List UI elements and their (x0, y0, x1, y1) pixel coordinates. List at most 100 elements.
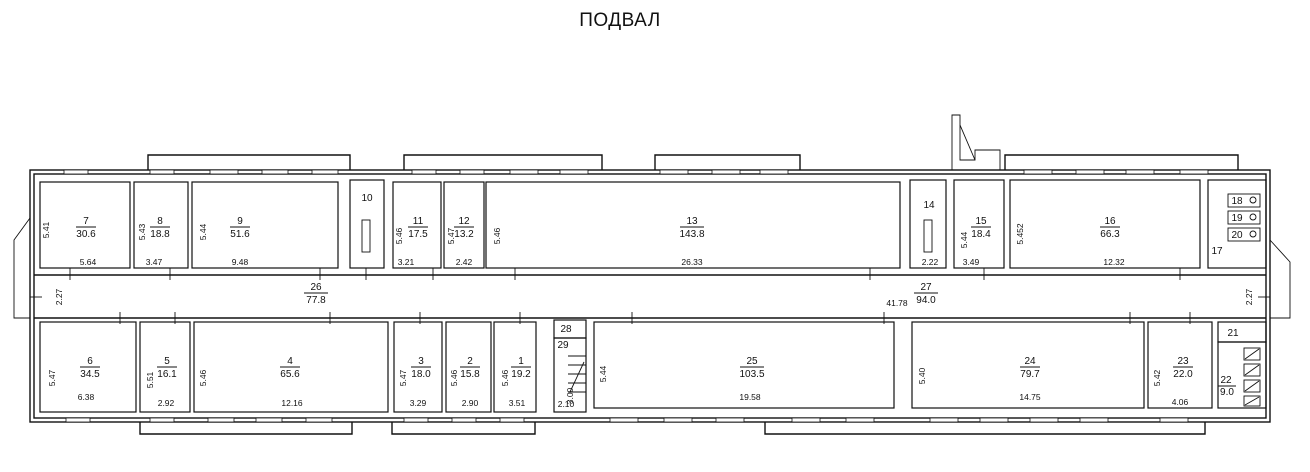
room-8-number: 8 (157, 216, 163, 227)
dim-label: 5.47 (47, 369, 57, 386)
page-title: ПОДВАЛ (579, 10, 661, 31)
room-15: 15 18.4 (953, 179, 1005, 269)
dim-label: 5.42 (1152, 369, 1162, 386)
dim-label: 2.90 (462, 398, 479, 408)
room-6-area: 34.5 (80, 369, 100, 380)
dim-label: 2.22 (922, 257, 939, 267)
room-3-number: 3 (418, 356, 424, 367)
room-13-number: 13 (686, 216, 698, 227)
room-25-area: 103.5 (739, 369, 764, 380)
dim-label: 2.27 (1244, 288, 1254, 305)
door-marks (30, 268, 1270, 324)
room-21-number: 21 (1227, 328, 1239, 339)
room-5-number: 5 (164, 356, 170, 367)
room-25-number: 25 (746, 356, 758, 367)
room-13-area: 143.8 (679, 229, 704, 240)
dim-label: 5.46 (394, 227, 404, 244)
room-1-area: 19.2 (511, 369, 531, 380)
dim-label: 5.51 (145, 371, 155, 388)
room-9-area: 51.6 (230, 229, 250, 240)
dim-label: 4.06 (1172, 397, 1189, 407)
room-21: 21 (1217, 321, 1267, 343)
dim-label: 5.41 (41, 221, 51, 238)
dim-label: 5.40 (917, 367, 927, 384)
room-19: 19 (1227, 210, 1261, 225)
room-1-number: 1 (518, 356, 524, 367)
dim-label: 2.10 (558, 399, 575, 409)
dim-label: 5.44 (598, 365, 608, 382)
room-14-number: 14 (923, 200, 935, 211)
room-11: 11 17.5 (392, 181, 442, 269)
dim-label: 2.42 (456, 257, 473, 267)
room-23-number: 23 (1177, 356, 1189, 367)
room-11-area: 17.5 (408, 229, 428, 240)
room-22-area: 9.0 (1220, 387, 1234, 398)
dim-label: 12.32 (1103, 257, 1125, 267)
room-18: 18 (1227, 193, 1261, 208)
room-27-area: 94.0 (916, 295, 936, 306)
room-16-number: 16 (1104, 216, 1116, 227)
room-12: 12 13.2 (443, 181, 485, 269)
room-5: 5 16.1 (139, 321, 191, 413)
dim-label: 3.21 (398, 257, 415, 267)
dim-label: 19.58 (739, 392, 761, 402)
dim-label: 5.47 (446, 227, 456, 244)
room-16: 16 66.3 (1009, 179, 1201, 269)
dim-label: 5.47 (398, 369, 408, 386)
dim-label: 3.29 (410, 398, 427, 408)
room-2: 2 15.8 (445, 321, 492, 413)
room-25: 25 103.5 (593, 321, 895, 409)
building-outline (13, 114, 1291, 435)
room-19-number: 19 (1231, 213, 1243, 224)
room-24: 24 79.7 (911, 321, 1145, 409)
dim-label: 3.51 (509, 398, 526, 408)
room-26-area: 77.8 (306, 295, 326, 306)
room-1: 1 19.2 (493, 321, 537, 413)
room-27: 27 94.0 (914, 282, 938, 306)
dim-label: 5.46 (198, 369, 208, 386)
dim-label: 5.64 (80, 257, 97, 267)
room-23-area: 22.0 (1173, 369, 1193, 380)
dim-label: 9.48 (232, 257, 249, 267)
room-15-area: 18.4 (971, 229, 991, 240)
room-12-number: 12 (458, 216, 470, 227)
room-22: 22 9.0 (1217, 341, 1267, 409)
room-8: 8 18.8 (133, 181, 189, 269)
room-3-area: 18.0 (411, 369, 431, 380)
room-3: 3 18.0 (393, 321, 443, 413)
room-6-number: 6 (87, 356, 93, 367)
room-17-number: 17 (1211, 246, 1223, 257)
dimension-labels: 5.41 5.64 5.43 3.47 5.44 9.48 5.46 3.21 … (41, 221, 1254, 409)
windows (63, 169, 1209, 423)
dim-label: 6.38 (78, 392, 95, 402)
room-29-number: 29 (557, 340, 569, 351)
room-23: 23 22.0 (1147, 321, 1213, 409)
room-24-area: 79.7 (1020, 369, 1040, 380)
room-4-area: 65.6 (280, 369, 300, 380)
room-2-number: 2 (467, 356, 473, 367)
dim-label: 5.46 (492, 227, 502, 244)
dim-label: 5.43 (137, 223, 147, 240)
room-26: 26 77.8 (304, 282, 328, 306)
room-26-number: 26 (310, 282, 322, 293)
dim-label: 5.44 (198, 223, 208, 240)
room-17: 17 (1207, 179, 1267, 269)
room-24-number: 24 (1024, 356, 1036, 367)
dim-label: 3.49 (963, 257, 980, 267)
room-27-number: 27 (920, 282, 932, 293)
room-12-area: 13.2 (454, 229, 474, 240)
dim-label: 5.44 (959, 231, 969, 248)
dim-label: 2.27 (54, 288, 64, 305)
dim-label: 5.46 (500, 369, 510, 386)
room-8-area: 18.8 (150, 229, 170, 240)
dim-label: 14.75 (1019, 392, 1041, 402)
room-29: 29 (553, 337, 587, 413)
room-18-number: 18 (1231, 196, 1243, 207)
room-9-number: 9 (237, 216, 243, 227)
room-7: 7 30.6 (39, 181, 131, 269)
dim-label: 3.47 (146, 257, 163, 267)
room-28-number: 28 (560, 324, 572, 335)
room-7-number: 7 (83, 216, 89, 227)
room-22-number: 22 (1220, 375, 1232, 386)
room-20: 20 (1227, 227, 1261, 242)
